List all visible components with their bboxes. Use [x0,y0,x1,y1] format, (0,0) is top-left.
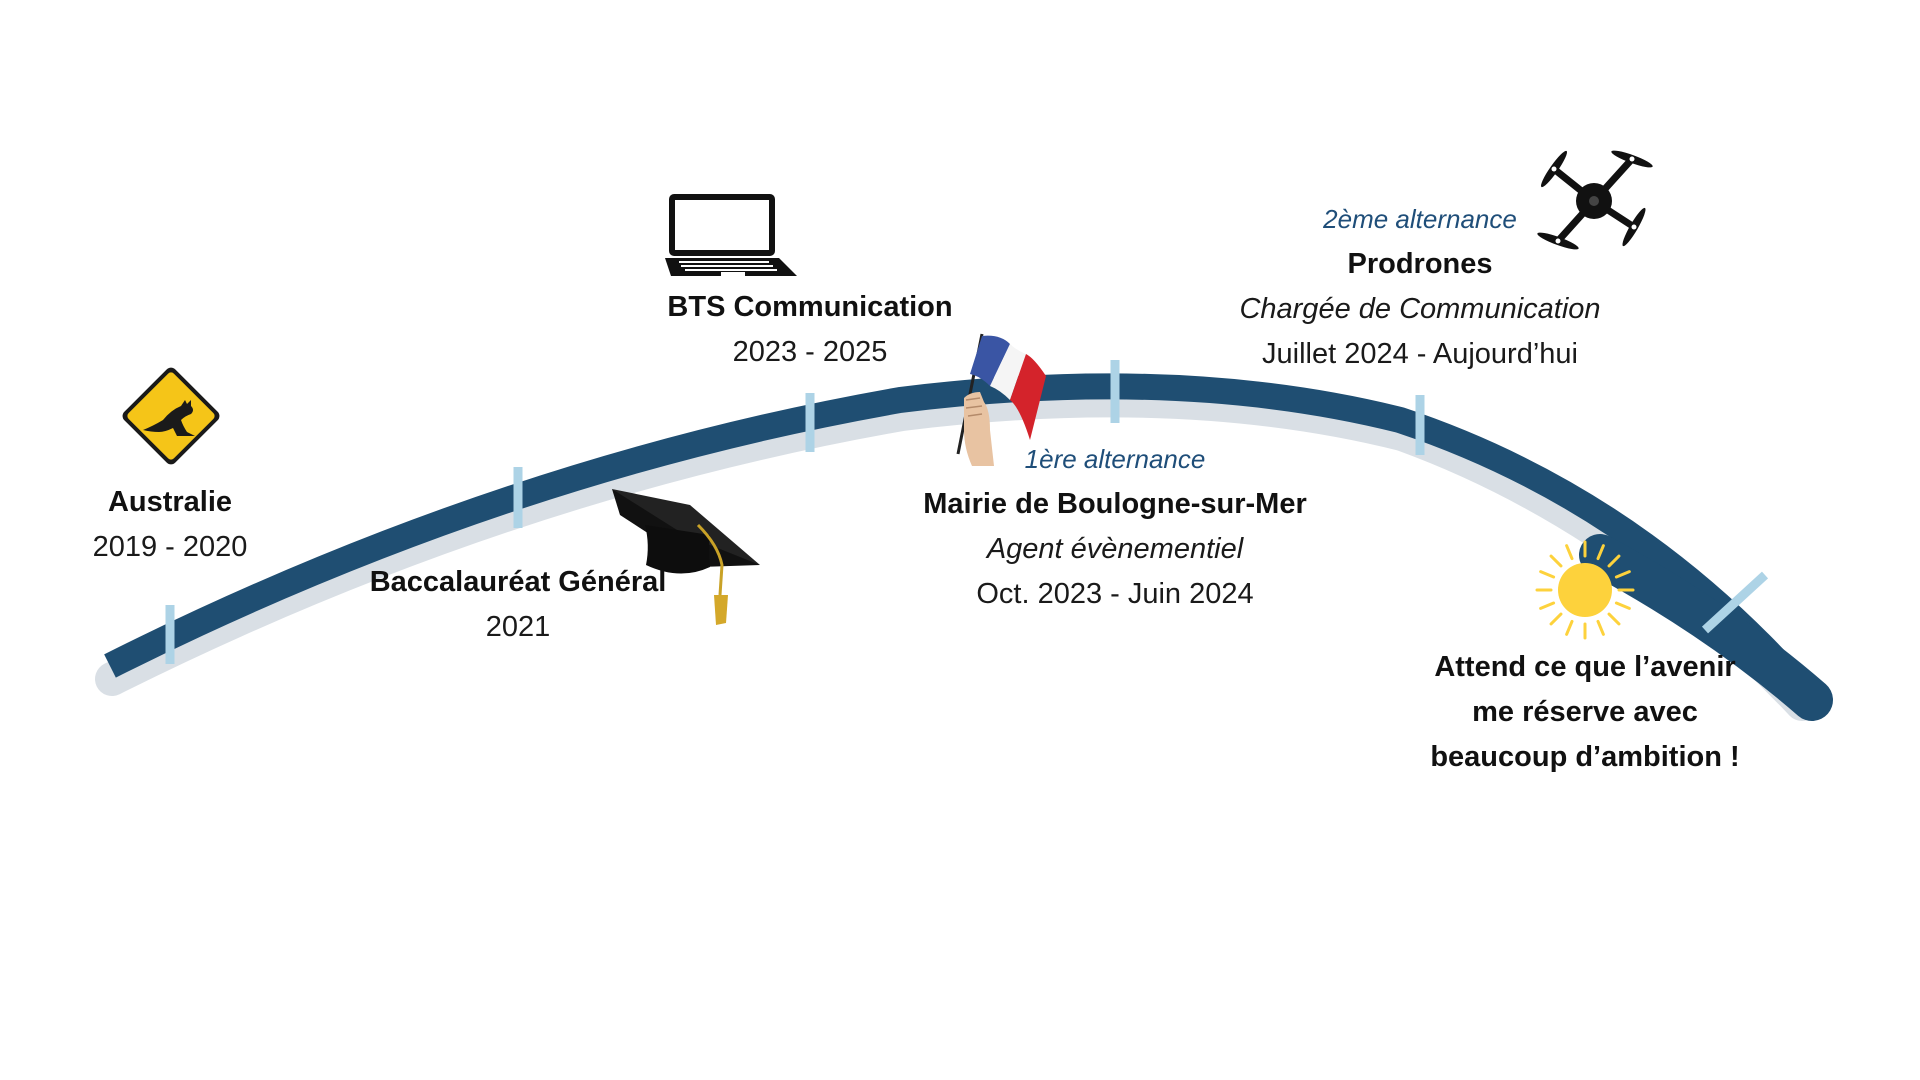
milestone-avenir: Attend ce que l’avenir me réserve avec b… [1430,645,1739,780]
milestone-date: 2019 - 2020 [92,531,248,563]
milestone-subtitle: 2ème alternance [1323,204,1517,234]
milestone-date: 2021 [485,611,551,643]
milestone-subtitle: 1ère alternance [1024,444,1206,474]
avenir-line: Attend ce que l’avenir [1434,651,1736,683]
kangaroo-sign-icon [122,367,220,465]
drone-icon [1537,150,1653,250]
milestone-bts: BTS Communication 2023 - 2025 [667,285,952,375]
sun-ray [1607,612,1621,626]
sun-ray [1539,570,1556,579]
sun-ray [1596,619,1605,636]
sun-ray [1565,619,1574,636]
milestone-prodrones: 2ème alternance Prodrones Chargée de Com… [1239,197,1600,377]
sun-ray [1614,601,1631,610]
sun-ray [1565,544,1574,561]
sun-ray [1614,570,1631,579]
avenir-line: me réserve avec [1472,696,1698,728]
sun-ray [1549,612,1563,626]
sun-ray [1549,554,1563,568]
milestone-date: Oct. 2023 - Juin 2024 [976,578,1254,610]
milestone-title: Mairie de Boulogne-sur-Mer [923,488,1307,520]
milestone-title: Prodrones [1347,248,1493,280]
laptop-icon [665,194,797,276]
sun-ray [1539,601,1556,610]
french-flag-icon [956,333,1046,466]
sun-ray [1596,544,1605,561]
milestone-australie: Australie 2019 - 2020 [93,480,248,570]
milestone-title: Australie [107,486,233,518]
timeline-arc-shadow [95,383,1819,721]
milestone-date: 2023 - 2025 [732,336,888,368]
avenir-line: beaucoup d’ambition ! [1430,741,1740,773]
milestone-title: Baccalauréat Général [369,566,667,598]
graduation-cap-icon [612,489,760,625]
sun-ray [1607,554,1621,568]
milestone-date: Juillet 2024 - Aujourd’hui [1262,338,1578,370]
milestone-bac: Baccalauréat Général 2021 [370,560,667,650]
milestone-role: Agent évènementiel [986,533,1244,565]
milestone-role: Chargée de Communication [1239,293,1601,325]
milestone-mairie: 1ère alternance Mairie de Boulogne-sur-M… [923,437,1307,617]
milestone-title: BTS Communication [667,291,953,323]
timeline-arc [104,373,1822,709]
sun-icon [1535,540,1635,640]
timeline-tick-avenir [1701,571,1769,634]
